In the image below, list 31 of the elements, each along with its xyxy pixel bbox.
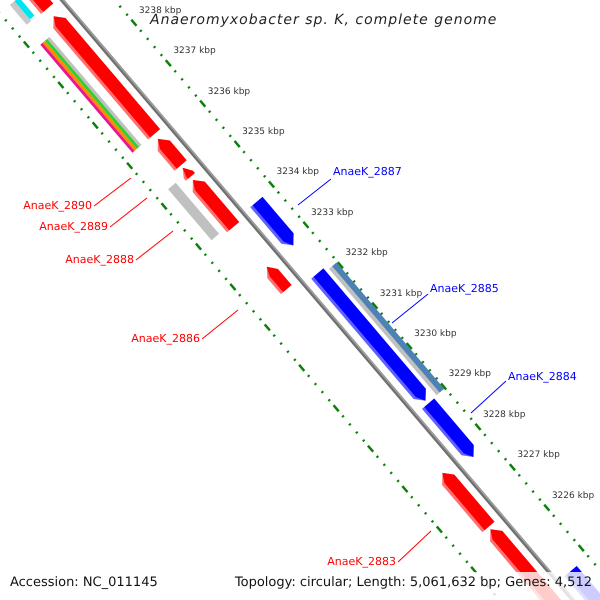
- leader-line: [94, 178, 132, 206]
- leader-line: [298, 178, 332, 206]
- scale-label: 3230 kbp: [414, 329, 457, 340]
- gene-label: AnaeK_2889: [39, 220, 108, 234]
- scale-label: 3233 kbp: [310, 208, 354, 219]
- gene-label: AnaeK_2884: [508, 370, 577, 384]
- scale-label: 3234 kbp: [276, 167, 319, 178]
- leader-line: [202, 310, 238, 340]
- scale-label: 3229 kbp: [448, 369, 491, 380]
- gene-label: AnaeK_2883: [327, 555, 396, 569]
- scale-label: 3235 kbp: [242, 127, 285, 138]
- gene-label: AnaeK_2887: [333, 165, 402, 179]
- scale-label: 3227 kbp: [517, 450, 560, 462]
- scale-label: 3232 kbp: [345, 248, 388, 260]
- gene-label: AnaeK_2885: [430, 282, 499, 296]
- footer-text: Accession: NC_011145: [10, 575, 158, 590]
- gene-label: AnaeK_2890: [23, 199, 92, 213]
- footer-text: Topology: circular; Length: 5,061,632 bp; Genes: 4,512: [234, 575, 592, 590]
- scale-label: 3237 kbp: [173, 46, 216, 58]
- scale-label: 3226 kbp: [552, 490, 594, 502]
- leader-line: [470, 380, 506, 414]
- scale-label: 3228 kbp: [483, 410, 526, 421]
- leader-line: [136, 230, 174, 260]
- scale-label: 3236 kbp: [208, 86, 250, 98]
- scale-label: 3231 kbp: [380, 288, 422, 300]
- gene-label: AnaeK_2886: [131, 332, 200, 346]
- leader-line: [392, 294, 428, 324]
- leader-line: [110, 198, 148, 228]
- title: Anaeromyxobacter sp. K, complete genome: [150, 12, 498, 28]
- gene-label: AnaeK_2888: [65, 253, 134, 267]
- leader-line: [398, 530, 432, 562]
